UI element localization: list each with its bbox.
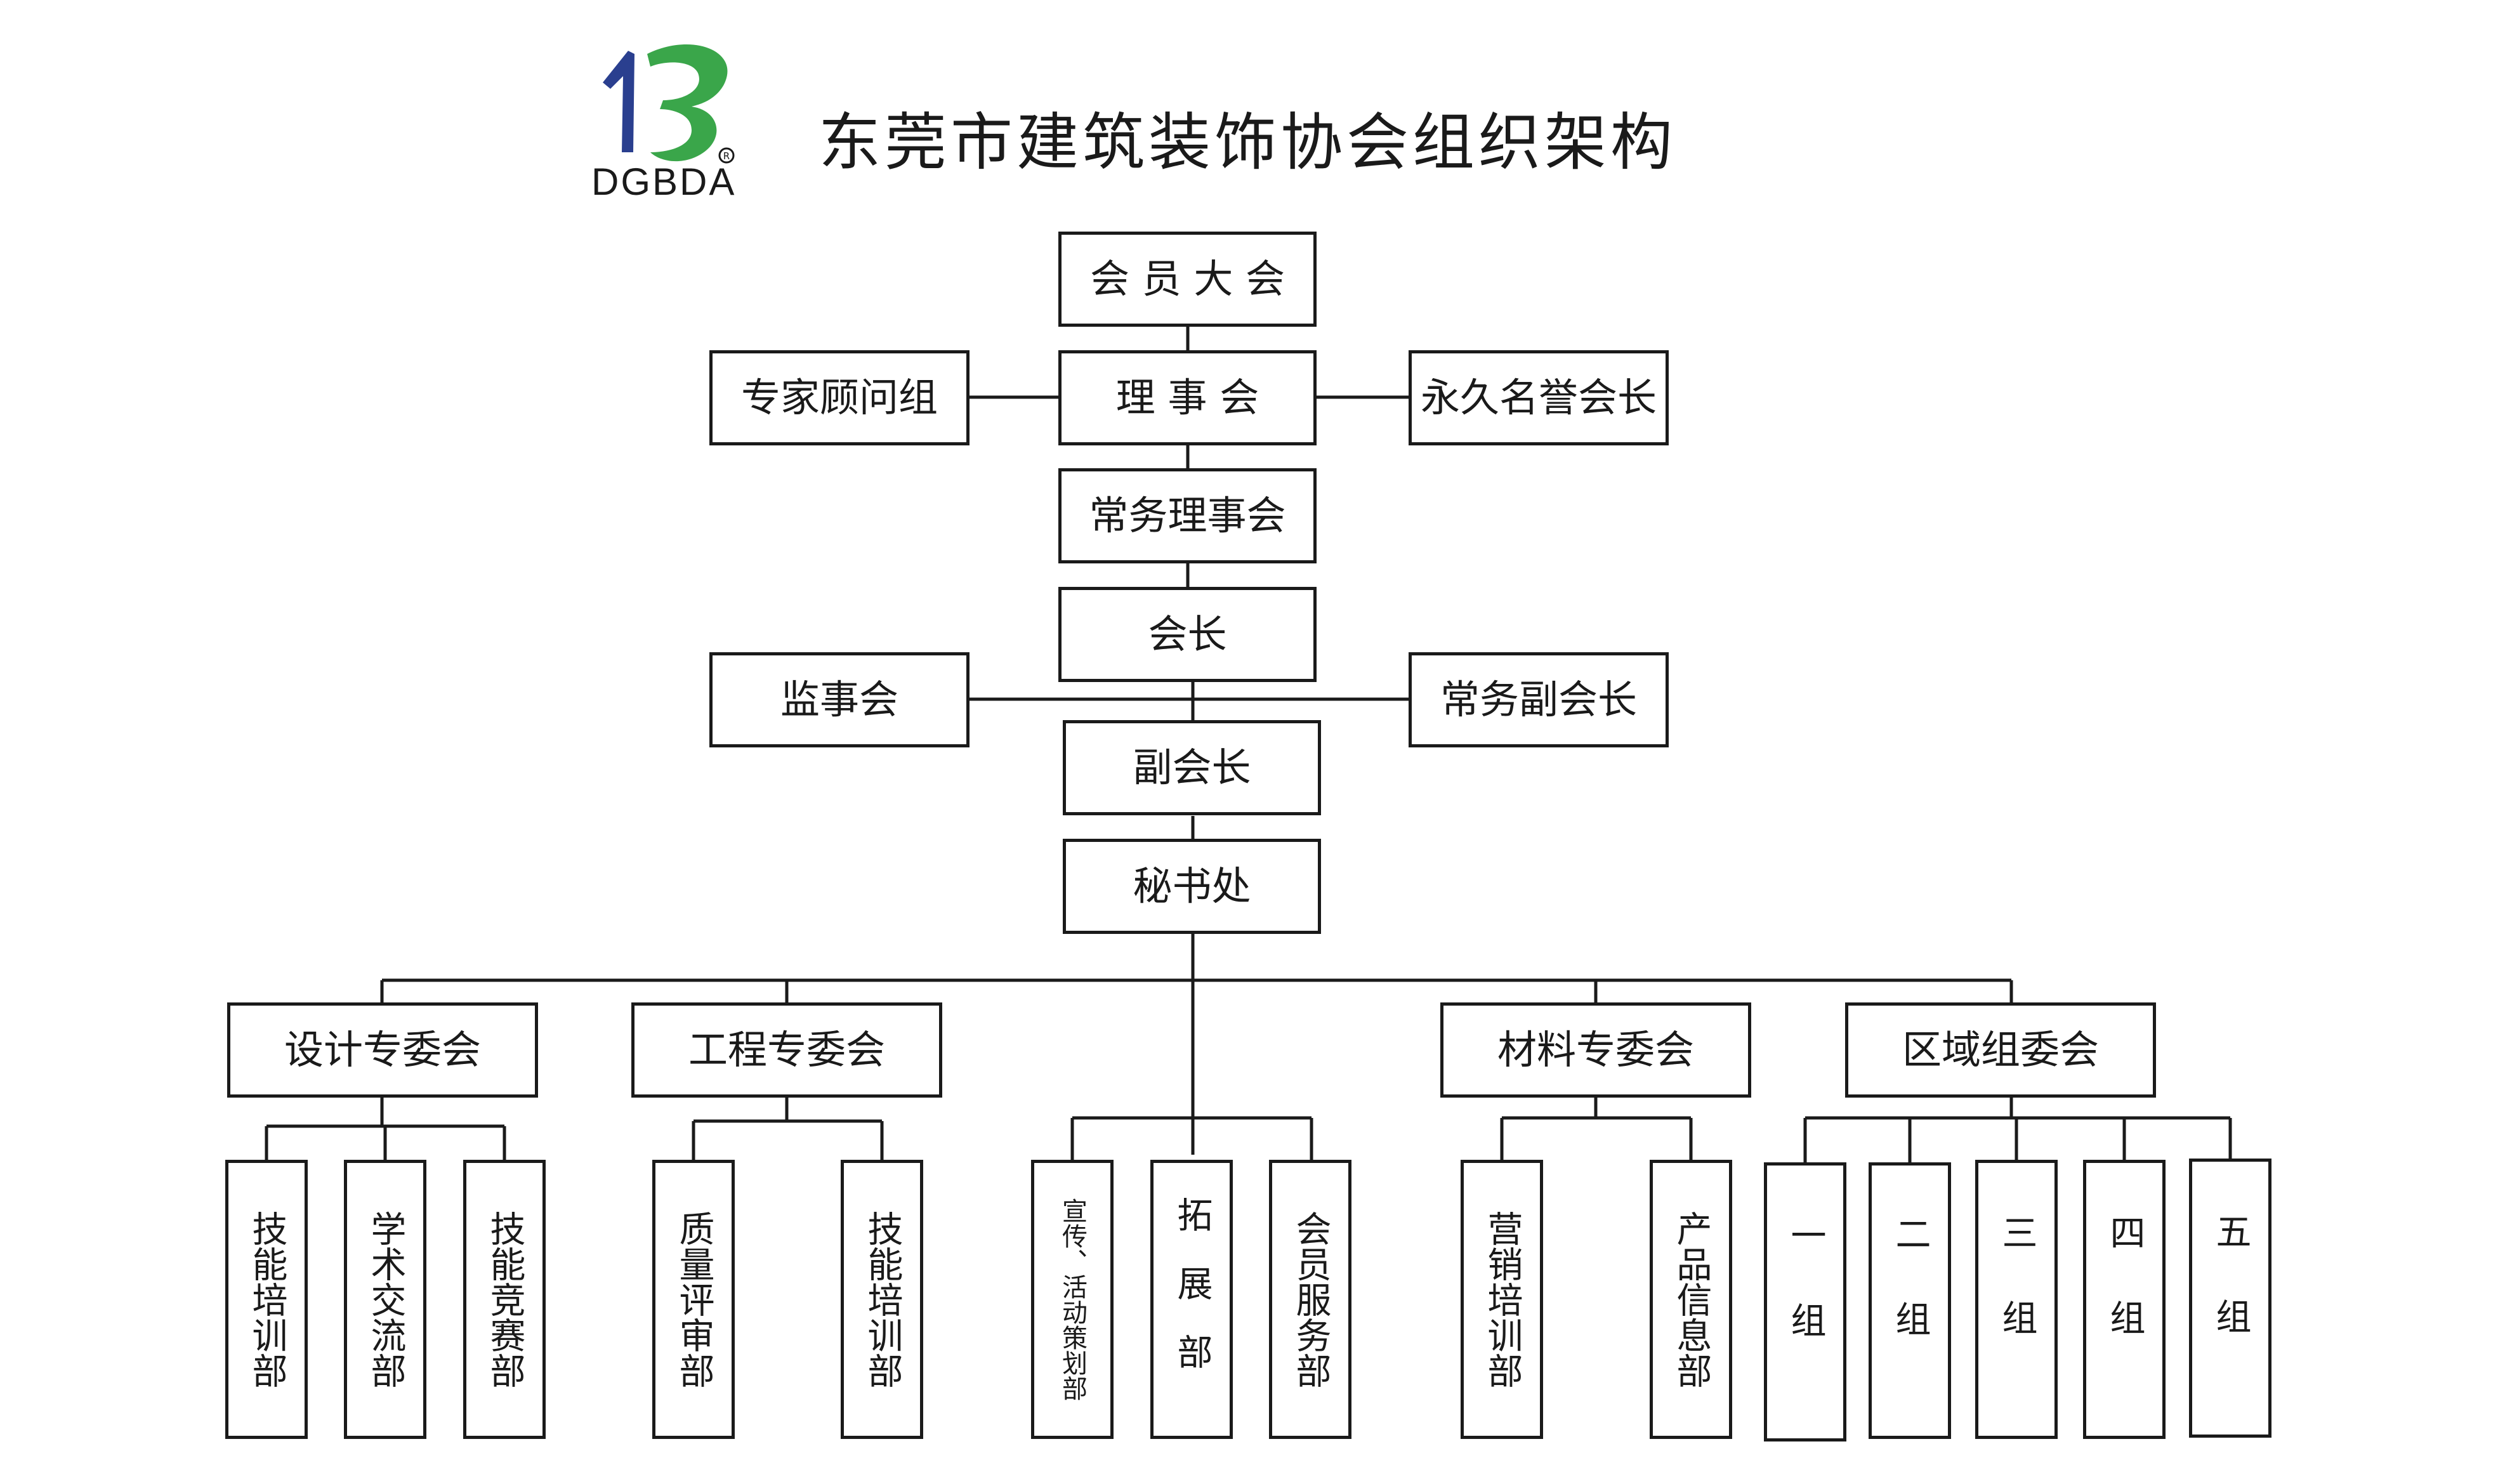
node-president: 会长 bbox=[1058, 587, 1317, 682]
logo-text: DGBDA bbox=[591, 161, 737, 203]
node-design-committee: 设计专委会 bbox=[227, 1002, 538, 1098]
node-expert-group: 专家顾问组 bbox=[709, 350, 970, 445]
dept-skill-competition: 技能竞赛部 bbox=[463, 1160, 546, 1439]
dept-product-info: 产品信息部 bbox=[1650, 1160, 1732, 1439]
dept-skill-training-engineering: 技能培训部 bbox=[841, 1160, 923, 1439]
group-4: 四组 bbox=[2083, 1160, 2166, 1439]
page-title: 东莞市建筑装饰协会组织架构 bbox=[818, 107, 1677, 179]
node-general-assembly: 会 员 大 会 bbox=[1058, 232, 1317, 327]
node-secretariat: 秘书处 bbox=[1063, 839, 1321, 934]
svg-text:R: R bbox=[723, 150, 730, 162]
group-1: 一组 bbox=[1764, 1162, 1846, 1441]
dept-member-services: 会员服务部 bbox=[1269, 1160, 1351, 1439]
node-standing-board: 常务理事会 bbox=[1058, 468, 1317, 563]
dept-marketing-training: 营销培训部 bbox=[1461, 1160, 1543, 1439]
dept-quality-review: 质量评审部 bbox=[652, 1160, 735, 1439]
dept-academic-exchange: 学术交流部 bbox=[344, 1160, 426, 1439]
group-3: 三组 bbox=[1975, 1160, 2058, 1439]
node-engineering-committee: 工程专委会 bbox=[631, 1002, 942, 1098]
dept-expansion: 拓展部 bbox=[1150, 1160, 1233, 1439]
node-vice-president: 副会长 bbox=[1063, 720, 1321, 815]
dept-publicity-events: 宣传、活动策划部 bbox=[1031, 1160, 1114, 1439]
node-board: 理 事 会 bbox=[1058, 350, 1317, 445]
node-regional-committee: 区域组委会 bbox=[1845, 1002, 2156, 1098]
dept-skill-training-design: 技能培训部 bbox=[225, 1160, 308, 1439]
node-materials-committee: 材料专委会 bbox=[1440, 1002, 1751, 1098]
node-honorary-president: 永久名誉会长 bbox=[1409, 350, 1669, 445]
group-2: 二组 bbox=[1869, 1162, 1951, 1439]
node-supervisory-board: 监事会 bbox=[709, 652, 970, 747]
logo-icon: R bbox=[603, 44, 735, 164]
group-5: 五组 bbox=[2189, 1159, 2271, 1438]
node-exec-vice-president: 常务副会长 bbox=[1409, 652, 1669, 747]
